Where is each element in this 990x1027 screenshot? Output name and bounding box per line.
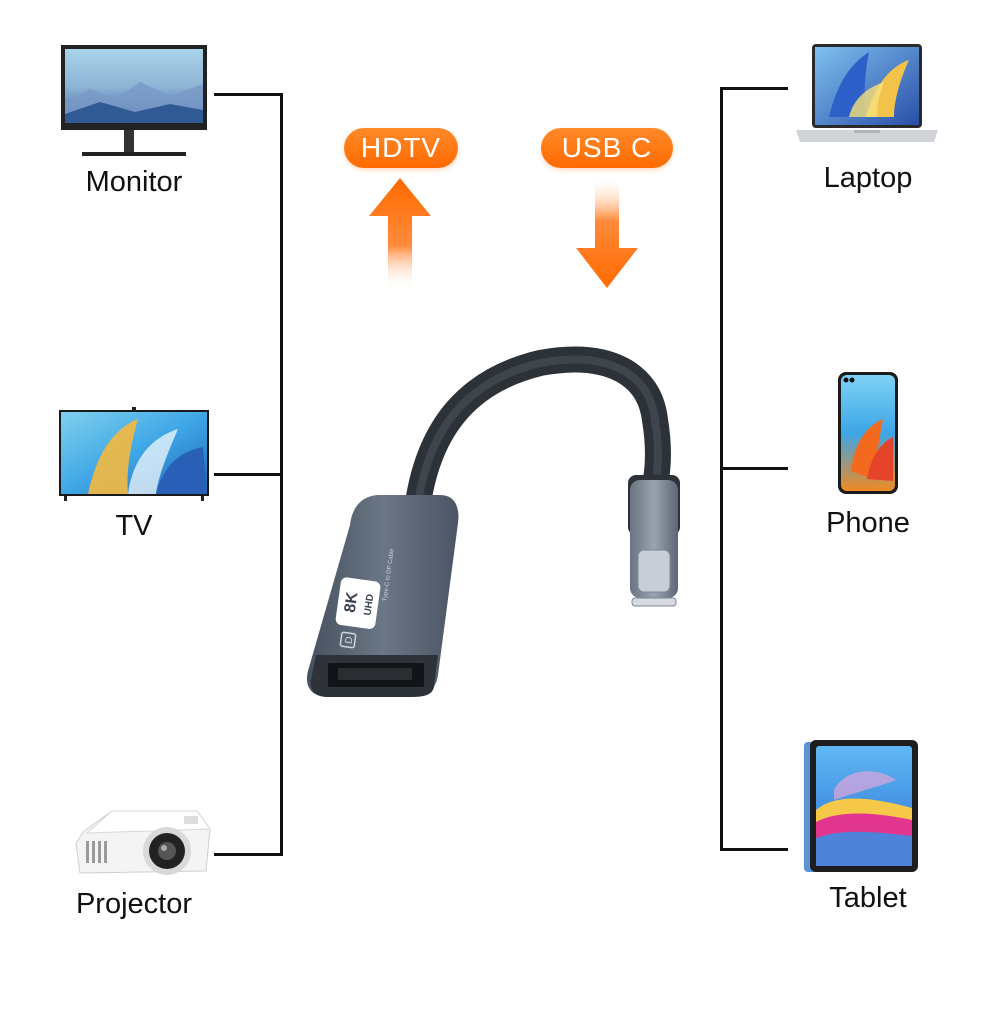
tablet-label: Tablet xyxy=(829,882,907,914)
laptop-label: Laptop xyxy=(823,162,913,194)
projector-label: Projector xyxy=(75,888,193,920)
usbc-plug xyxy=(628,475,680,607)
hdtv-badge: HDTV xyxy=(344,128,458,168)
tablet-icon xyxy=(804,740,918,872)
monitor-icon xyxy=(61,45,207,156)
laptop-icon xyxy=(796,44,938,142)
projector-icon xyxy=(75,810,211,875)
badge-8k: 8K xyxy=(342,591,362,614)
adapter-image: 8K UHD D Type-C to DP Cable xyxy=(306,346,680,697)
dp-logo: D xyxy=(344,636,356,645)
badge-uhd: UHD xyxy=(362,593,376,616)
phone-label: Phone xyxy=(826,507,910,539)
arrow-down-icon xyxy=(576,176,638,288)
usbc-badge: USB C xyxy=(541,128,673,168)
arrow-up-icon xyxy=(369,178,431,290)
monitor-label: Monitor xyxy=(85,166,183,198)
tv-icon xyxy=(59,407,209,501)
dp-adapter-body: 8K UHD D Type-C to DP Cable xyxy=(306,495,459,697)
tv-label: TV xyxy=(115,510,153,542)
phone-icon xyxy=(838,372,898,494)
